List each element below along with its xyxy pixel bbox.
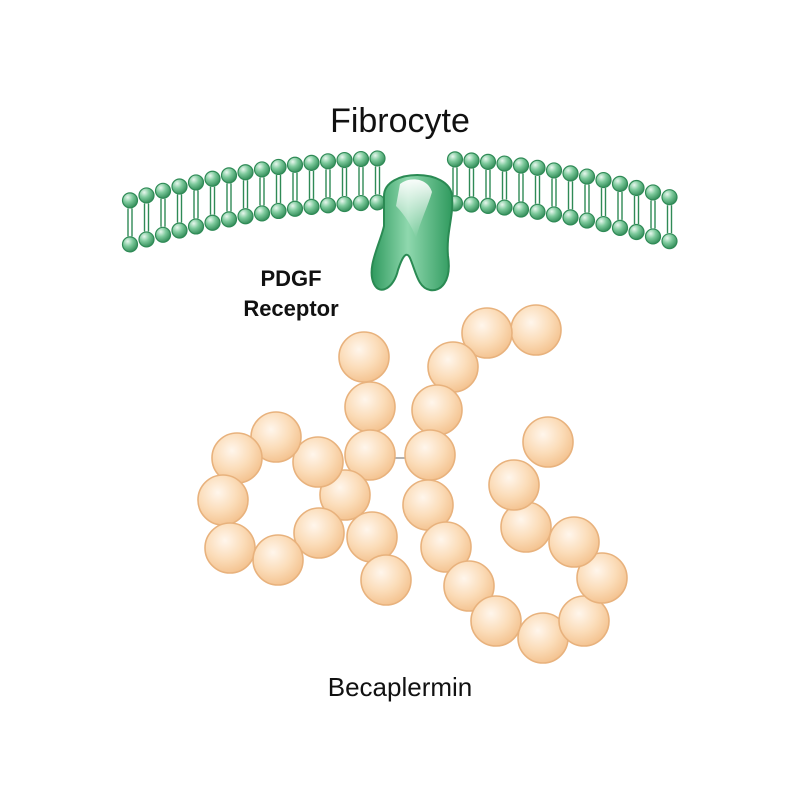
lipid-head <box>512 157 530 174</box>
lipid-head <box>336 151 353 169</box>
lipid-head <box>286 156 304 173</box>
amino-acid-bead <box>360 554 412 606</box>
lipid-head <box>286 200 304 217</box>
lipid-head <box>661 233 678 250</box>
lipid-head <box>154 182 172 199</box>
amino-acid-bead <box>197 474 249 526</box>
amino-acid-bead <box>548 516 600 568</box>
amino-acid-bead <box>293 507 345 559</box>
lipid-head <box>562 165 579 182</box>
lipid-head <box>319 197 337 214</box>
lipid-head <box>237 208 254 225</box>
lipid-head <box>562 209 579 226</box>
lipid-head <box>171 222 188 239</box>
lipid-head <box>512 201 530 218</box>
lipid-head <box>529 159 546 176</box>
lipid-head <box>187 174 205 191</box>
amino-acid-bead <box>470 595 522 647</box>
lipid-head <box>496 155 513 172</box>
lipid-head <box>529 203 546 220</box>
lipid-head <box>644 184 662 201</box>
amino-acid-bead <box>461 307 513 359</box>
amino-acid-bead <box>404 429 456 481</box>
lipid-head <box>352 194 370 212</box>
lipid-head <box>578 212 596 229</box>
lipid-head <box>138 187 155 204</box>
lipid-head <box>611 175 629 192</box>
lipid-head <box>595 171 612 189</box>
lipid-head <box>369 150 386 167</box>
lipid-head <box>479 197 497 214</box>
amino-acid-bead <box>522 416 574 468</box>
lipid-head <box>595 215 612 233</box>
lipid-head <box>303 154 320 171</box>
lipid-head <box>253 205 271 222</box>
amino-acid-bead <box>338 331 390 383</box>
amino-acid-bead <box>252 534 304 586</box>
lipid-head <box>154 226 172 243</box>
lipid-head <box>628 223 645 241</box>
lipid-head <box>253 161 271 178</box>
receptor-label: PDGF Receptor <box>196 264 386 324</box>
amino-acid-bead <box>420 521 472 573</box>
lipid-head <box>319 153 337 170</box>
lipid-head <box>369 194 386 211</box>
cell-title: Fibrocyte <box>330 102 470 140</box>
lipid-head <box>661 189 678 206</box>
amino-acid-bead <box>443 560 495 612</box>
lipid-head <box>270 202 287 220</box>
molecule-title: Becaplermin <box>327 672 473 702</box>
amino-acid-bead <box>204 522 256 574</box>
lipid-head <box>463 196 480 213</box>
lipid-head <box>628 179 645 197</box>
lipid-head <box>352 150 370 168</box>
lipid-head <box>545 206 563 223</box>
receptor-label-line2: Receptor <box>243 296 339 321</box>
becaplermin-chain <box>197 304 628 664</box>
receptor-protein-icon <box>370 174 454 292</box>
lipid-head <box>204 214 221 231</box>
lipid-head <box>545 162 563 179</box>
lipid-head <box>237 164 254 181</box>
lipid-head <box>644 228 662 245</box>
amino-acid-bead <box>292 436 344 488</box>
lipid-head <box>496 199 513 216</box>
lipid-head <box>463 152 480 169</box>
lipid-head <box>611 219 629 236</box>
lipid-head <box>479 153 497 170</box>
lipid-head <box>171 178 188 195</box>
lipid-head <box>220 211 238 228</box>
lipid-head <box>303 198 320 215</box>
amino-acid-bead <box>576 552 628 604</box>
lipid-head <box>336 195 353 213</box>
lipid-head <box>446 151 464 168</box>
lipid-head <box>138 231 155 248</box>
amino-acid-bead <box>488 459 540 511</box>
lipid-head <box>220 167 238 184</box>
lipid-head <box>121 192 139 209</box>
amino-acid-bead <box>510 304 562 356</box>
lipid-head <box>578 168 596 185</box>
lipid-bilayer-icon <box>121 150 678 253</box>
lipid-head <box>121 236 139 253</box>
amino-acid-bead <box>344 381 396 433</box>
amino-acid-bead <box>411 384 463 436</box>
receptor-label-line1: PDGF <box>260 266 322 291</box>
lipid-head <box>187 218 205 235</box>
lipid-head <box>270 158 287 176</box>
lipid-head <box>204 170 221 187</box>
amino-acid-bead <box>344 429 396 481</box>
